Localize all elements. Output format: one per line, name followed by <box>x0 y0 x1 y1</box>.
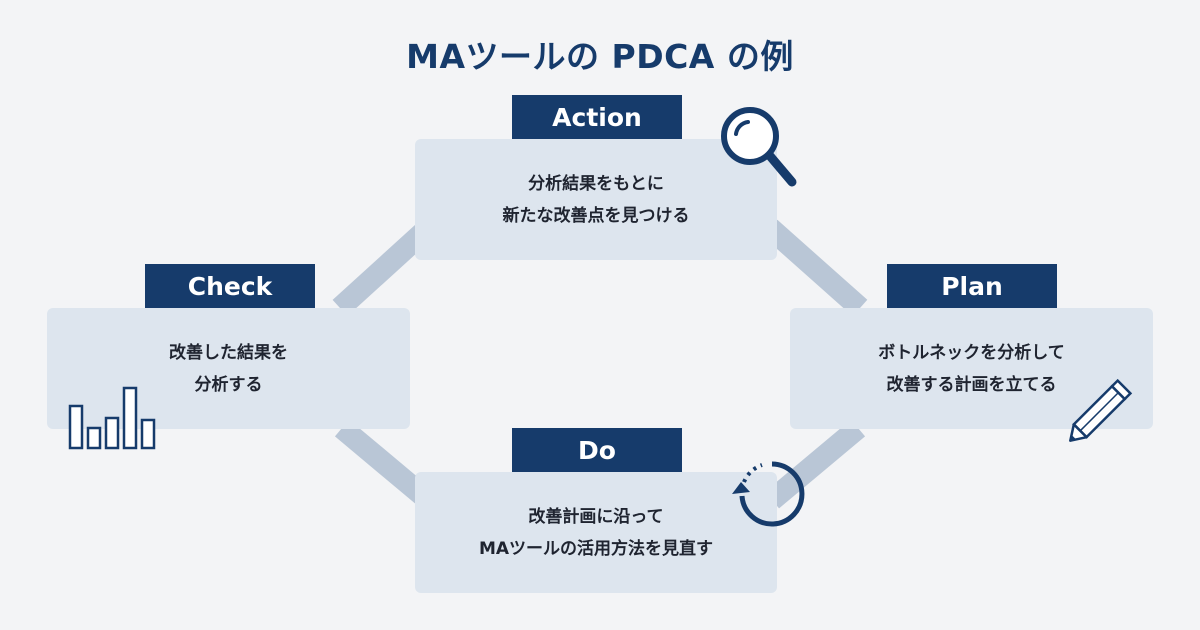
plan-label: Plan <box>887 264 1057 308</box>
check-description: 改善した結果を 分析する <box>169 342 288 395</box>
do-box: 改善計画に沿って MAツールの活用方法を見直す <box>415 472 777 593</box>
do-label: Do <box>512 428 682 472</box>
plan-box: ボトルネックを分析して 改善する計画を立てる <box>790 308 1153 429</box>
connector-check-action <box>332 219 436 317</box>
pencil-icon <box>1069 378 1133 442</box>
check-box: 改善した結果を 分析する <box>47 308 410 429</box>
plan-description: ボトルネックを分析して 改善する計画を立てる <box>878 342 1065 395</box>
diagram-title: MAツールの PDCA の例 <box>406 37 794 76</box>
connector-action-plan <box>762 219 868 317</box>
magnifier-icon <box>721 107 797 187</box>
bar-chart-icon <box>68 386 156 450</box>
do-description: 改善計画に沿って MAツールの活用方法を見直す <box>478 506 714 559</box>
cycle-arrow-icon <box>732 461 805 527</box>
connector-plan-do <box>764 419 866 509</box>
connector-do-check <box>334 419 436 509</box>
action-box: 分析結果をもとに 新たな改善点を見つける <box>415 139 777 260</box>
action-label: Action <box>512 95 682 139</box>
check-label: Check <box>145 264 315 308</box>
action-description: 分析結果をもとに 新たな改善点を見つける <box>502 173 690 226</box>
